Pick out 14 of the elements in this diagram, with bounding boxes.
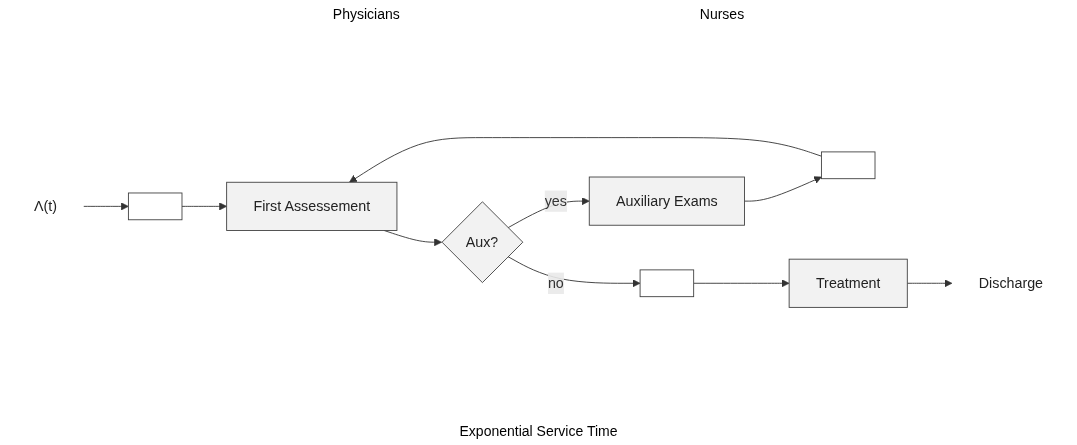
lane-label: Exponential Service Time <box>459 423 618 439</box>
node-diamond: Aux? <box>441 201 524 284</box>
edge-label: yes <box>544 193 567 209</box>
node-box: Auxiliary Exams <box>588 176 745 226</box>
node-box <box>639 269 695 298</box>
node-text: Λ(t) <box>33 198 57 214</box>
node-box <box>127 192 183 221</box>
edge-label: no <box>547 275 564 291</box>
node-box <box>821 151 876 180</box>
node-box: Treatment <box>788 258 908 308</box>
lane-label: Physicians <box>332 6 400 22</box>
node-text: Discharge <box>978 275 1044 291</box>
node-box: First Assessement <box>226 181 398 231</box>
lane-label: Nurses <box>699 6 745 22</box>
